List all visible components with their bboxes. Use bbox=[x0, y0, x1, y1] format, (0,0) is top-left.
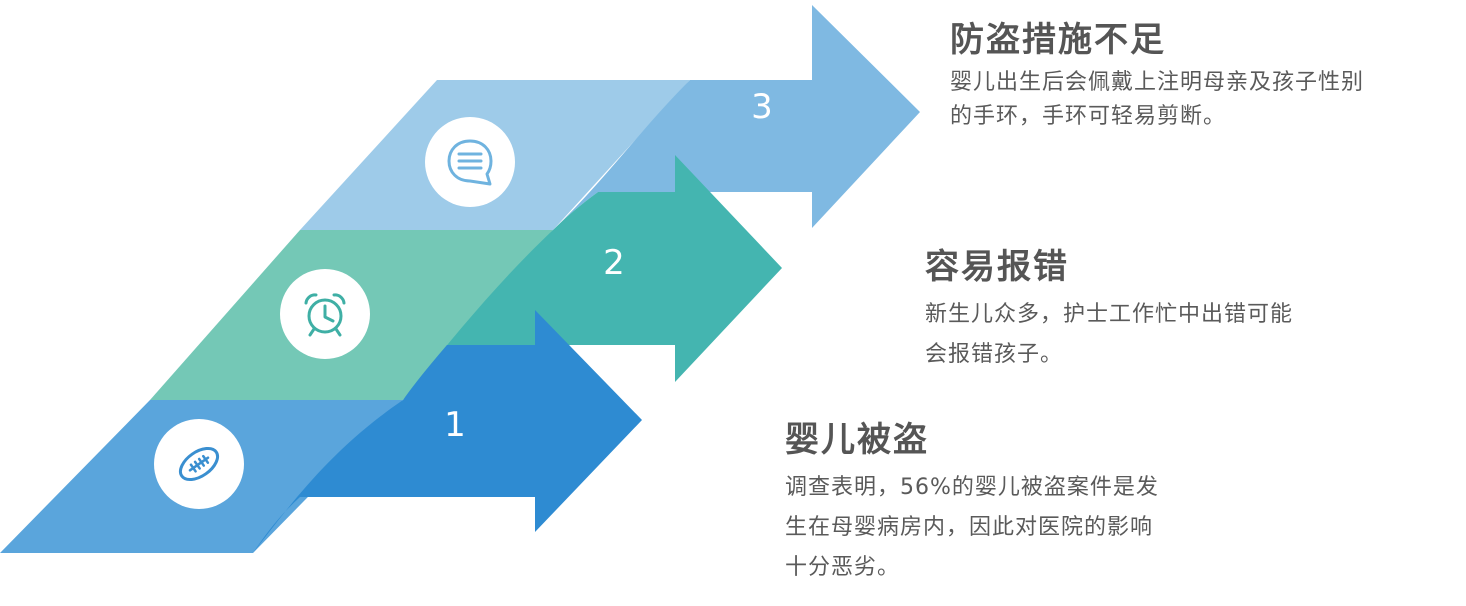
arrow-1 bbox=[253, 310, 642, 553]
step-1-desc-line: 调查表明，56%的婴儿被盗案件是发 bbox=[785, 475, 1159, 500]
step-number-2: 2 bbox=[603, 243, 625, 283]
step-3-text: 防盗措施不足 婴儿出生后会佩戴上注明母亲及孩子性别 的手环，手环可轻易剪断。 bbox=[950, 18, 1430, 134]
step-1-description: 调查表明，56%的婴儿被盗案件是发 生在母婴病房内，因此对医院的影响 十分恶劣。 bbox=[785, 468, 1225, 588]
step-2-description: 新生儿众多，护士工作忙中出错可能 会报错孩子。 bbox=[925, 295, 1365, 375]
step-1-title: 婴儿被盗 bbox=[785, 420, 929, 460]
football-icon bbox=[154, 419, 244, 509]
step-1-desc-line: 十分恶劣。 bbox=[785, 555, 901, 580]
step-2-desc-line: 会报错孩子。 bbox=[925, 342, 1064, 367]
arrow-2 bbox=[403, 155, 782, 400]
chat-bubble-icon bbox=[425, 117, 515, 207]
step-3-desc-line: 婴儿出生后会佩戴上注明母亲及孩子性别 bbox=[950, 70, 1365, 95]
staircase-arrow-graphic: 3 2 1 bbox=[0, 5, 920, 553]
step-1-desc-line: 生在母婴病房内，因此对医院的影响 bbox=[785, 515, 1154, 540]
step-3-description: 婴儿出生后会佩戴上注明母亲及孩子性别 的手环，手环可轻易剪断。 bbox=[950, 66, 1430, 134]
step-number-3: 3 bbox=[751, 87, 773, 127]
arrow-3 bbox=[553, 5, 920, 230]
step-3-title: 防盗措施不足 bbox=[950, 20, 1166, 60]
alarm-clock-icon bbox=[280, 269, 370, 359]
step-3-desc-line: 的手环，手环可轻易剪断。 bbox=[950, 104, 1227, 129]
step-1-text: 婴儿被盗 调查表明，56%的婴儿被盗案件是发 生在母婴病房内，因此对医院的影响 … bbox=[785, 418, 1225, 588]
step-2-text: 容易报错 新生儿众多，护士工作忙中出错可能 会报错孩子。 bbox=[925, 245, 1365, 375]
step-number-1: 1 bbox=[444, 405, 466, 445]
step-2-title: 容易报错 bbox=[925, 247, 1069, 287]
step-2-desc-line: 新生儿众多，护士工作忙中出错可能 bbox=[925, 302, 1294, 327]
